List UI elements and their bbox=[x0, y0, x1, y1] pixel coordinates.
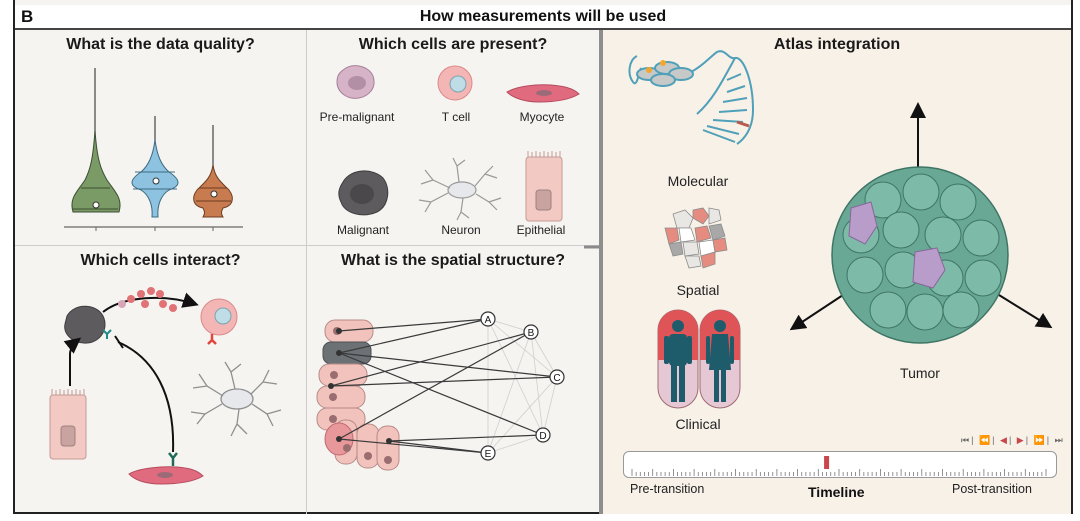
t-cell-icon bbox=[200, 298, 238, 345]
timeline-marker bbox=[824, 456, 830, 469]
node-d bbox=[535, 427, 551, 443]
timeline-end-label: Post-transition bbox=[952, 482, 1032, 496]
panel-title: What is the spatial structure? bbox=[340, 252, 566, 269]
node-c bbox=[549, 369, 565, 385]
graph-nodes bbox=[480, 311, 565, 461]
timeline-slider[interactable] bbox=[623, 451, 1057, 478]
patient-capsules-icon bbox=[657, 309, 741, 409]
cell-label: Myocyte bbox=[519, 110, 565, 124]
node-label: D bbox=[539, 431, 546, 442]
node-label: B bbox=[528, 328, 535, 339]
violin-orange bbox=[193, 125, 233, 218]
cell-label: Epithelial bbox=[516, 223, 566, 237]
timeline-start-label: Pre-transition bbox=[630, 482, 705, 496]
cell-label: T cell bbox=[441, 110, 471, 124]
dna-chromatin-icon bbox=[628, 50, 755, 145]
axis-arrow-right bbox=[998, 294, 1053, 329]
pre-malignant-cell-icon bbox=[336, 65, 375, 99]
panel-data-quality: What is the data quality? bbox=[15, 30, 307, 246]
epithelial-cell-icon bbox=[525, 151, 563, 222]
playback-controls: ⏮| ⏪| ◀| ▶| ⏩| ⏭ bbox=[961, 435, 1064, 445]
panel-title: Which cells are present? bbox=[358, 36, 548, 53]
step-back-button[interactable]: ◀ bbox=[1000, 435, 1008, 445]
play-button[interactable]: ▶ bbox=[1016, 435, 1025, 445]
epithelial-cell-icon bbox=[49, 389, 87, 460]
panel-atlas-integration: Atlas integration bbox=[599, 30, 1071, 514]
figure-title: How measurements will be used bbox=[419, 8, 667, 25]
signaling-molecules bbox=[118, 287, 177, 312]
activation-arrow bbox=[63, 337, 82, 386]
neuron-icon bbox=[418, 157, 502, 221]
cell-label: Pre-malignant bbox=[319, 110, 395, 124]
panel-title: Atlas integration bbox=[773, 36, 901, 53]
cell-label: Malignant bbox=[336, 223, 390, 237]
panel-cells-present: Which cells are present? Pre-malignant bbox=[307, 30, 599, 246]
violin-blue bbox=[131, 116, 179, 218]
inhibition-bar bbox=[114, 335, 124, 349]
rewind-button[interactable]: ⏪ bbox=[978, 435, 992, 445]
malignant-cell-icon bbox=[338, 170, 389, 216]
timeline-title: Timeline bbox=[808, 484, 865, 500]
interaction-diagram bbox=[49, 287, 282, 485]
panel-title: Which cells interact? bbox=[80, 252, 241, 269]
node-edges-light bbox=[487, 318, 558, 454]
myocyte-icon bbox=[128, 452, 204, 485]
node-label: E bbox=[485, 449, 492, 460]
panel-title: What is the data quality? bbox=[66, 36, 255, 53]
modality-label: Spatial bbox=[676, 282, 720, 298]
node-label: C bbox=[553, 373, 560, 384]
figure-header: B How measurements will be used bbox=[15, 5, 1071, 30]
spatial-network: A B C D E bbox=[316, 311, 565, 471]
cell-icons bbox=[336, 65, 580, 222]
atlas-illustration bbox=[628, 50, 1053, 409]
secretion-arrow bbox=[102, 292, 199, 313]
malignant-cell-icon bbox=[64, 305, 112, 344]
skip-start-button[interactable]: ⏮ bbox=[961, 435, 971, 445]
node-label: A bbox=[485, 315, 492, 326]
inhibition-arrow bbox=[117, 341, 175, 453]
cell-label: Neuron bbox=[441, 223, 481, 237]
panel-spatial-structure: What is the spatial structure? bbox=[307, 246, 599, 514]
timeline-ticks bbox=[631, 456, 1047, 476]
modality-label: Clinical bbox=[675, 416, 721, 432]
tumor-icon bbox=[831, 166, 1009, 344]
t-cell-icon bbox=[437, 65, 473, 101]
node-b bbox=[523, 324, 539, 340]
node-edges-dark bbox=[330, 318, 558, 454]
tissue-cells bbox=[316, 319, 400, 471]
cell-anchor-points bbox=[328, 328, 392, 444]
modality-label: Molecular bbox=[667, 173, 729, 189]
violin-green bbox=[71, 68, 121, 213]
myocyte-icon bbox=[506, 84, 580, 103]
node-a bbox=[480, 311, 496, 327]
skip-end-button[interactable]: ⏭ bbox=[1054, 435, 1064, 445]
axis-arrow-left bbox=[789, 294, 844, 331]
violin-plot bbox=[64, 68, 243, 231]
neuron-icon bbox=[190, 361, 282, 437]
fast-forward-button[interactable]: ⏩ bbox=[1033, 435, 1046, 445]
tissue-grid-icon bbox=[664, 207, 728, 269]
tumor-label: Tumor bbox=[900, 365, 940, 381]
panel-cells-interact: Which cells interact? bbox=[15, 246, 307, 514]
panel-letter: B bbox=[21, 7, 34, 26]
node-e bbox=[480, 445, 496, 461]
